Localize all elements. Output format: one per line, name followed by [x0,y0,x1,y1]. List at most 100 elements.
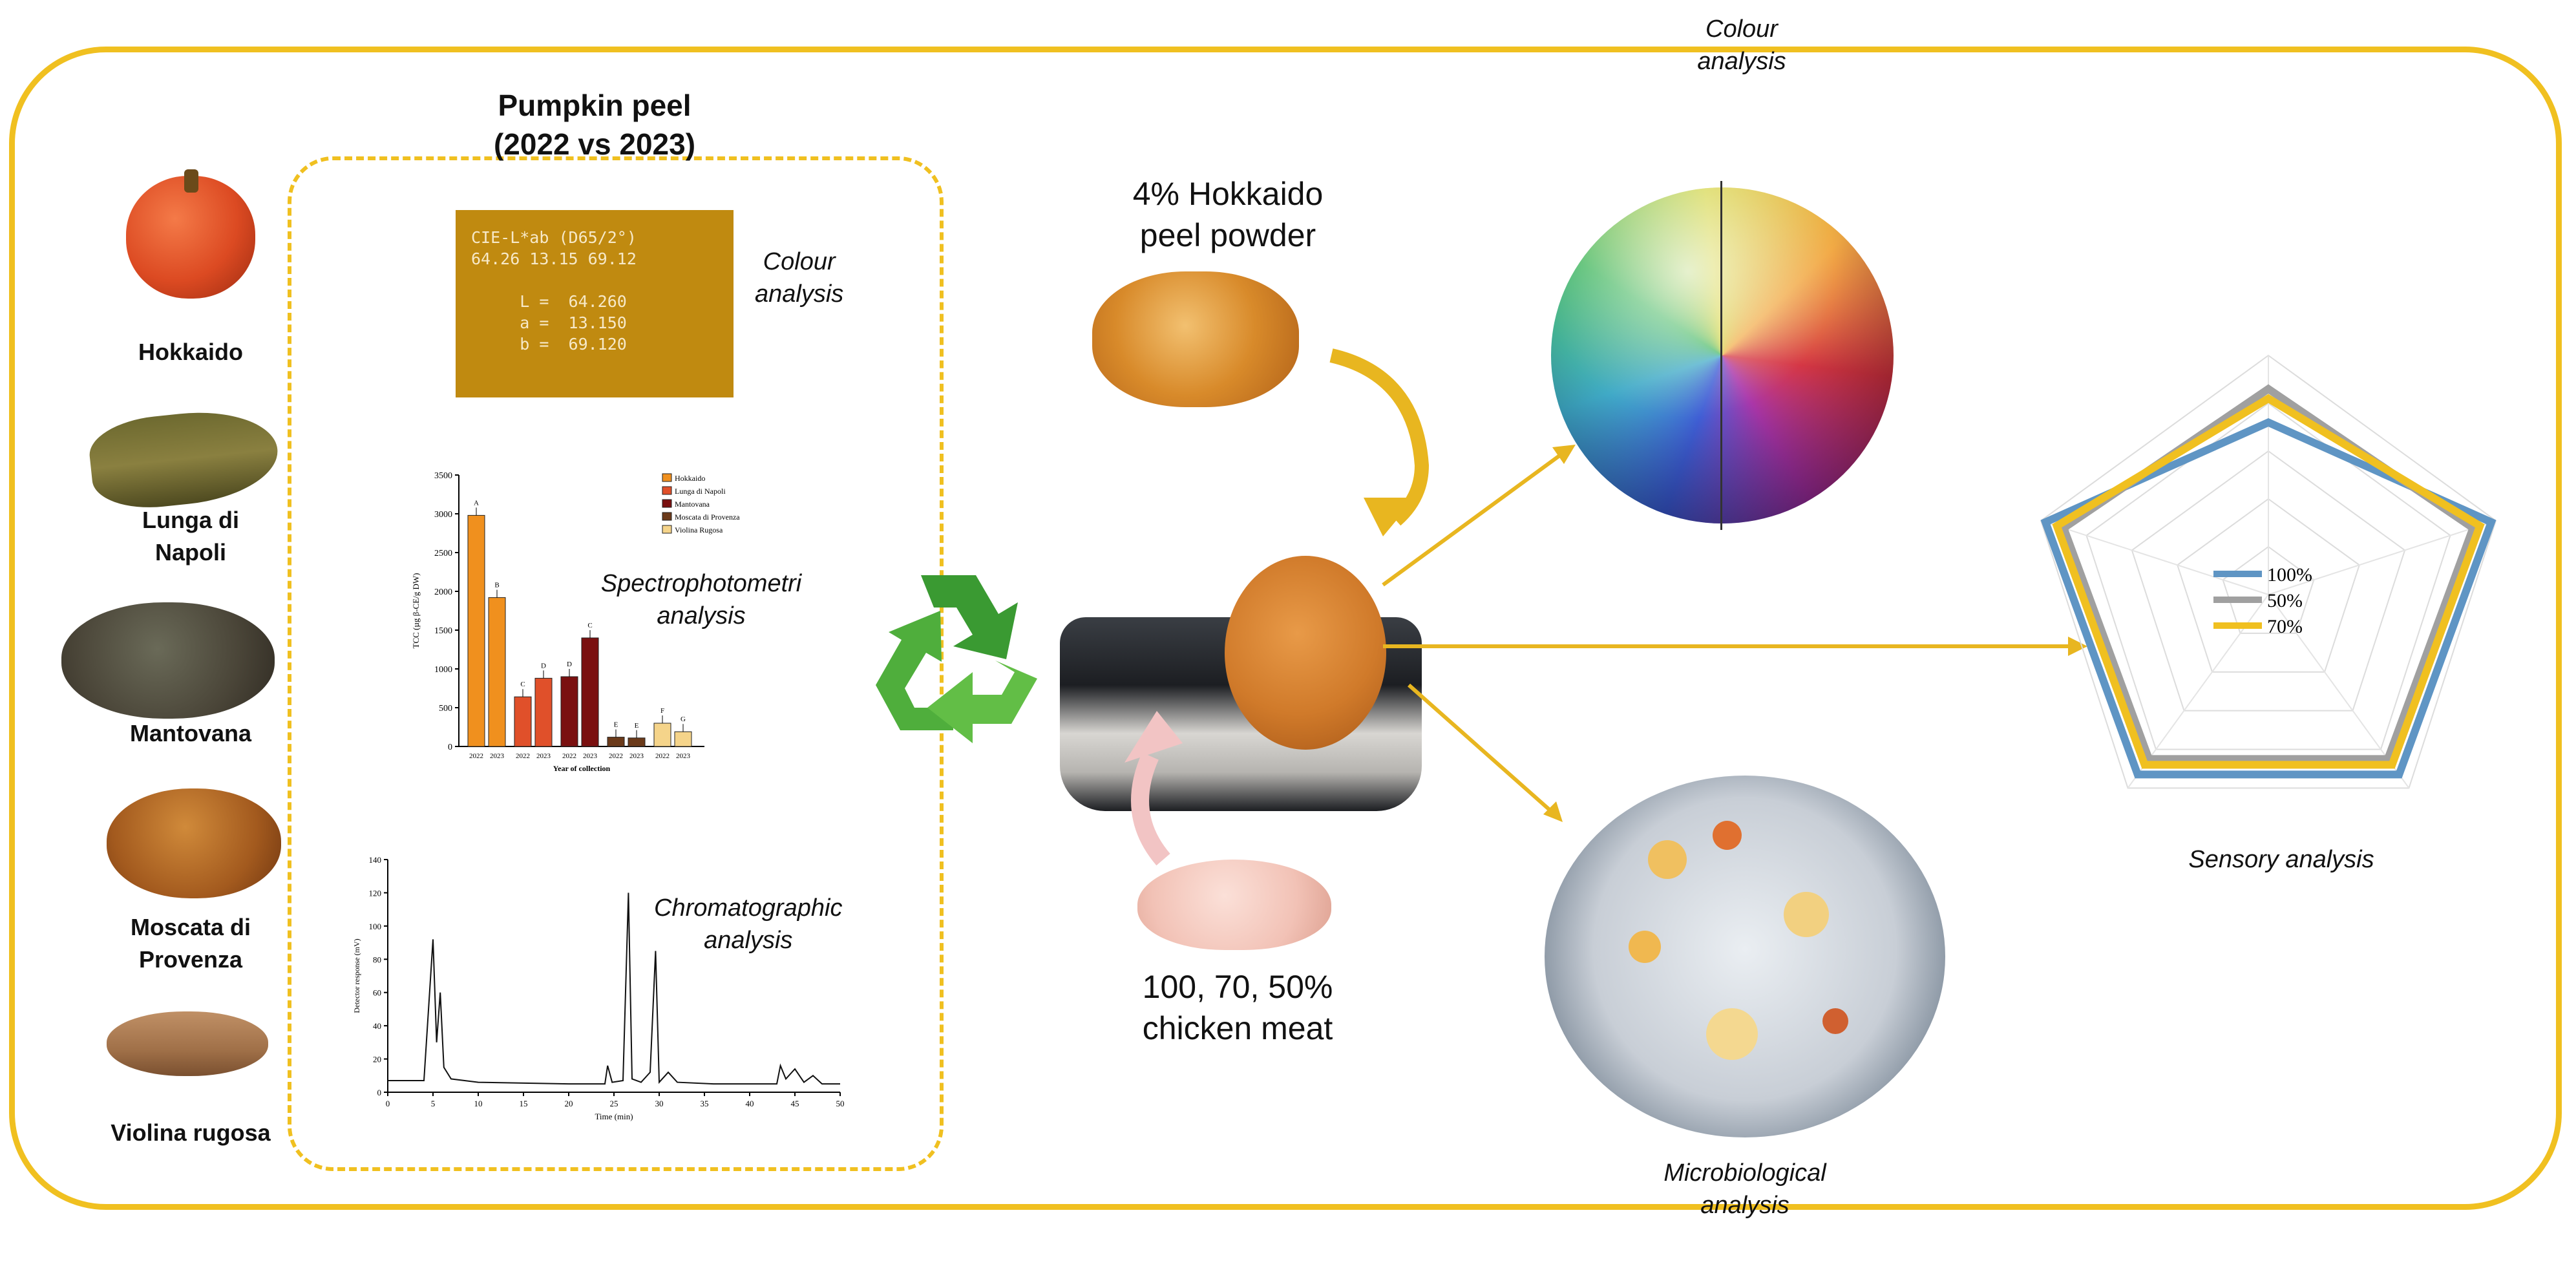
sphere-axis [1720,181,1722,530]
colony-2 [1713,821,1742,850]
bar-y-tick-label: 0 [448,743,452,752]
bar [674,731,692,747]
chrom-trace [388,893,840,1085]
bar-category-label: 2023 [676,752,691,760]
outer-frame [9,47,2562,1210]
bar-letter-label: E [635,722,639,730]
variety-label-violina-rugosa: Violina rugosa [111,1119,271,1146]
chrom-x-tick-label: 35 [701,1099,709,1108]
bar [488,597,506,747]
chrom-x-tick-label: 30 [655,1099,664,1108]
bar-letter-label: G [681,715,686,723]
radar-series [2052,394,2485,769]
chicken-meat-label: 100, 70, 50% chicken meat [1142,969,1333,1046]
bar-legend-swatch [662,525,672,534]
chrom-x-tick-label: 10 [474,1099,483,1108]
bar-y-axis-label: TCC (µg β-CE/g DW) [411,573,421,648]
cie-lab-values: CIE-L*ab (D65/2°) 64.26 13.15 69.12 L = … [471,228,637,354]
bar-legend-swatch [662,512,672,521]
bar [560,676,578,747]
colony-1 [1648,840,1687,879]
bar-y-tick-label: 3000 [434,510,452,520]
pumpkin-mantovana-image [61,602,275,719]
bar-letter-label: A [474,499,479,507]
radar-legend-label: 70% [2267,616,2303,637]
recycle-icon [876,575,1037,743]
chrom-y-axis-label: Detector response (mV) [352,938,361,1013]
bar-y-tick-label: 1500 [434,626,452,636]
colony-5 [1706,1008,1758,1060]
radar-spoke [2040,520,2269,595]
bar-legend-label: Lunga di Napoli [675,487,726,496]
bar-legend-swatch [662,486,672,495]
radar-grid-ring [2040,354,2497,789]
bar-letter-label: F [660,707,664,715]
sphere-shade [1551,187,1894,523]
bar-letter-label: B [494,582,499,589]
bar-letter-label: D [567,661,572,668]
peel-analysis-box [288,156,944,1171]
variety-label-moscata-di-provenza: Moscata di Provenza [130,914,251,973]
bar [467,514,485,747]
variety-label-hokkaido: Hokkaido [138,339,244,365]
pumpkin-moscata-image [107,788,281,898]
colony-6 [1822,1008,1848,1034]
bar-y-tick-label: 2000 [434,587,452,597]
variety-label-lunga-di-napoli: Lunga di Napoli [142,507,239,566]
analysis-arrows [1382,445,2087,822]
bar-category-label: 2023 [629,752,644,760]
powder-to-burger-arrow [1329,348,1430,536]
powder-label: 4% Hokkaido peel powder [1132,176,1324,253]
spectrophotometric-analysis-label: Spectrophotometri analysis [600,570,802,629]
bar-y-tick-label: 500 [439,704,452,713]
bar-y-tick-label: 3500 [434,471,452,481]
bar-category-label: 2023 [490,752,505,760]
petri-dish-image [1545,776,1945,1137]
bar-y-tick-label: 1000 [434,665,452,675]
chrom-y-tick-label: 0 [377,1088,382,1097]
bar [514,696,532,747]
chromatographic-analysis-label: Chromatographic analysis [654,894,843,954]
chrom-y-tick-label: 140 [369,855,382,865]
burger-patty-image [1225,556,1386,750]
bar-legend-label: Mantovana [675,500,710,509]
bar-category-label: 2022 [562,752,576,760]
bar [607,737,625,747]
bar-x-axis-label: Year of collection [553,764,611,773]
meat-to-grill-arrow [1124,711,1183,866]
radar-spoke [2268,520,2497,595]
chrom-y-tick-label: 60 [373,988,381,998]
chrom-x-tick-label: 45 [791,1099,799,1108]
radar-grid-ring [2085,402,2451,750]
chicken-meat-image [1137,860,1331,950]
colour-analysis-label-peel: Colour analysis [755,248,844,308]
bar [628,737,646,747]
bar-legend-label: Moscata di Provenza [675,513,740,522]
chrom-x-tick-label: 5 [431,1099,436,1108]
chrom-x-tick-label: 20 [565,1099,573,1108]
bar [581,637,599,747]
colour-analysis-label-right: Colour analysis [1697,16,1786,75]
bar-letter-label: C [587,622,592,629]
radar-grid-ring [2131,450,2406,712]
bar [653,723,671,747]
chrom-y-tick-label: 100 [369,922,382,931]
peel-powder-image [1092,271,1299,407]
peel-title: Pumpkin peel (2022 vs 2023) [493,89,696,161]
bar-category-label: 2023 [583,752,598,760]
bar-category-label: 2022 [516,752,530,760]
hokkaido-stem [184,169,198,193]
radar-legend-label: 50% [2267,590,2303,611]
variety-label-mantovana: Mantovana [129,720,252,746]
radar-legend-label: 100% [2267,564,2312,586]
sensory-radar-chart: 100% 50% 70% [2040,354,2497,789]
colony-4 [1629,931,1661,963]
chrom-x-tick-label: 50 [836,1099,845,1108]
pumpkin-violina-image [107,1011,268,1076]
bar-letter-label: C [520,681,525,688]
bar-category-label: 2022 [609,752,623,760]
bar-legend-swatch [662,473,672,482]
